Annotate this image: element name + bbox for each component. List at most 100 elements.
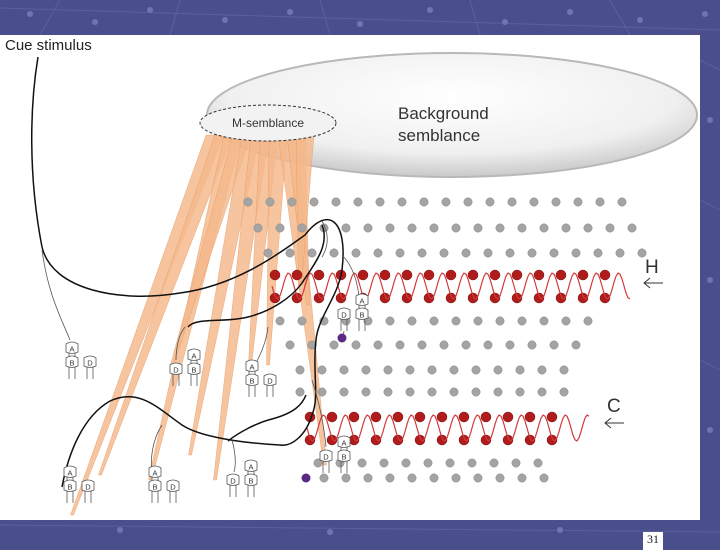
- grey-neuron-dot: [353, 197, 363, 207]
- red-neuron-dot: [511, 292, 523, 304]
- grey-neuron-dot: [363, 223, 373, 233]
- red-neuron-dot: [379, 292, 391, 304]
- grey-neuron-dot: [549, 340, 559, 350]
- grey-neuron-dot: [329, 248, 339, 258]
- grey-neuron-dot: [407, 473, 417, 483]
- red-neuron-dot: [326, 411, 338, 423]
- neuron-label: D: [170, 483, 176, 492]
- grey-neuron-dot: [243, 197, 253, 207]
- red-neuron-dot: [423, 292, 435, 304]
- neuron-label: B: [249, 377, 254, 386]
- grey-neuron-dot: [253, 223, 263, 233]
- cue-stimulus-fiber: [31, 56, 344, 488]
- grey-neuron-dot: [505, 248, 515, 258]
- grey-neuron-dot: [297, 223, 307, 233]
- grey-neuron-dot: [507, 197, 517, 207]
- red-neuron-dot: [335, 292, 347, 304]
- grey-neuron-dot: [309, 197, 319, 207]
- red-neuron-dot: [577, 292, 589, 304]
- red-neuron-dot: [304, 434, 316, 446]
- neuron-cluster: ABD: [169, 348, 201, 386]
- grey-neuron-dot: [473, 473, 483, 483]
- grey-neuron-dot: [539, 316, 549, 326]
- background-semblance-label-line1: Background: [398, 104, 489, 123]
- neuron-label: B: [152, 483, 157, 492]
- grey-neuron-dot: [297, 316, 307, 326]
- red-neuron-dot: [423, 269, 435, 281]
- red-neuron-dot: [379, 269, 391, 281]
- neuron-label: D: [87, 359, 93, 368]
- c-layer-wave: [306, 414, 590, 442]
- grey-neuron-dot: [483, 340, 493, 350]
- neuron-label: A: [248, 463, 253, 472]
- neuron-label: A: [249, 363, 254, 372]
- red-neuron-dot: [546, 411, 558, 423]
- slide-number: 31: [643, 532, 663, 550]
- semblance-beams: [70, 134, 327, 516]
- grey-neuron-dot: [583, 223, 593, 233]
- grey-neuron-dot: [441, 197, 451, 207]
- neuron-cluster: ABD: [226, 459, 258, 497]
- grey-neuron-dot: [429, 316, 439, 326]
- neuron-d-icon: D: [319, 449, 333, 473]
- grey-neuron-dot: [275, 316, 285, 326]
- grey-neuron-dot: [319, 473, 329, 483]
- grey-neuron-dot: [461, 340, 471, 350]
- grey-neuron-dot: [495, 223, 505, 233]
- c-layer-label: C: [607, 396, 621, 417]
- grey-neuron-dot: [351, 248, 361, 258]
- neuron-label: D: [323, 453, 329, 462]
- neuron-label: B: [191, 366, 196, 375]
- red-neuron-dot: [291, 269, 303, 281]
- grey-neuron-dot: [373, 248, 383, 258]
- neuron-label: D: [173, 366, 179, 375]
- grey-neuron-dot: [451, 223, 461, 233]
- grey-neuron-dot: [385, 473, 395, 483]
- grey-neuron-dot: [559, 365, 569, 375]
- grey-neuron-dot: [539, 223, 549, 233]
- red-neuron-dot: [401, 269, 413, 281]
- neuron-b-icon: B: [245, 373, 259, 397]
- neuron-label: B: [341, 453, 346, 462]
- grey-neuron-dot: [427, 365, 437, 375]
- grey-neuron-dot: [489, 458, 499, 468]
- grey-neuron-dot: [275, 223, 285, 233]
- neuron-b-icon: B: [244, 473, 258, 497]
- fiber-lines: [31, 56, 344, 488]
- neuron-b-icon: B: [65, 355, 79, 379]
- grey-neuron-dot: [571, 340, 581, 350]
- neuron-dot-grid: [243, 197, 647, 483]
- grey-neuron-dot: [449, 387, 459, 397]
- c-layer-arrow-icon: [604, 417, 624, 429]
- neuron-b-icon: B: [63, 479, 77, 503]
- neuron-label: A: [152, 469, 157, 478]
- grey-neuron-dot: [307, 248, 317, 258]
- grey-neuron-dot: [329, 340, 339, 350]
- red-neuron-dot: [392, 411, 404, 423]
- grey-neuron-dot: [517, 473, 527, 483]
- grey-neuron-dot: [383, 387, 393, 397]
- neuron-a-icon: A: [337, 435, 351, 459]
- neural-semblance-diagram: Cue stimulus Background semblance M-semb…: [5, 37, 698, 516]
- grey-neuron-dot: [427, 387, 437, 397]
- red-neuron-dot: [445, 292, 457, 304]
- red-neuron-dot: [414, 411, 426, 423]
- red-neuron-dot: [326, 434, 338, 446]
- grey-neuron-dot: [419, 197, 429, 207]
- red-neuron-dot: [291, 292, 303, 304]
- grey-neuron-dot: [529, 197, 539, 207]
- red-neuron-dot: [269, 292, 281, 304]
- neuron-label: D: [85, 483, 91, 492]
- red-neuron-dot: [467, 292, 479, 304]
- h-layer-wave: [271, 272, 631, 300]
- red-neuron-dot: [489, 269, 501, 281]
- grey-neuron-dot: [295, 365, 305, 375]
- grey-neuron-dot: [361, 365, 371, 375]
- neuron-d-icon: D: [337, 307, 351, 331]
- grey-neuron-dot: [339, 387, 349, 397]
- red-neuron-dot: [370, 434, 382, 446]
- neuron-d-icon: D: [169, 362, 183, 386]
